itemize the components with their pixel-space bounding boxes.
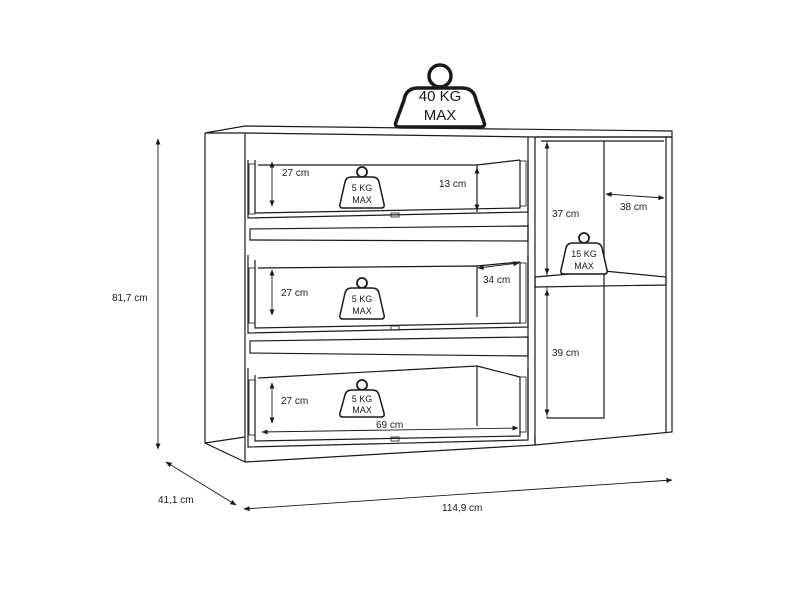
svg-text:15 KG: 15 KG [571,249,597,259]
drawer-1-dimensions: 27 cm 13 cm [269,161,480,211]
svg-text:MAX: MAX [574,261,594,271]
svg-text:5 KG: 5 KG [352,183,373,193]
svg-text:40 KG: 40 KG [419,88,462,105]
svg-text:27 cm: 27 cm [282,168,309,179]
svg-text:27 cm: 27 cm [281,288,308,299]
svg-text:39 cm: 39 cm [552,348,579,359]
depth-dimension: 41,1 cm [158,461,237,506]
svg-text:MAX: MAX [352,405,372,415]
svg-text:5 KG: 5 KG [352,394,373,404]
weight-badge-drawer-2: 5 KG MAX [339,277,385,320]
svg-text:MAX: MAX [424,107,457,124]
svg-text:27 cm: 27 cm [281,396,308,407]
weight-badge-drawer-1: 5 KG MAX [339,166,385,209]
weight-badge-shelf: 15 KG MAX [560,232,608,275]
left-side-panel [204,133,246,463]
weight-badge-drawer-3: 5 KG MAX [339,379,385,418]
svg-text:MAX: MAX [352,195,372,205]
svg-text:5 KG: 5 KG [352,294,373,304]
height-dimension: 81,7 cm [112,138,161,450]
width-dimension: 114,9 cm [243,477,673,514]
open-compartment-dimensions: 37 cm 38 cm 39 cm [544,142,665,416]
weight-badge-top: 40 KG MAX [393,63,487,129]
bottom-back-edge [204,436,246,444]
svg-text:38 cm: 38 cm [620,202,647,213]
drawer-3[interactable] [247,365,529,448]
drawer-2-dimensions: 27 cm 34 cm [269,261,520,316]
compartment-back [547,141,605,419]
width-label: 114,9 cm [442,503,482,514]
svg-text:MAX: MAX [352,306,372,316]
height-label: 81,7 cm [112,293,148,304]
drawer-2[interactable] [247,255,529,357]
right-compartment-outline [534,136,673,446]
cabinet [204,125,673,463]
depth-label: 41,1 cm [158,495,194,506]
drawer-3-dimensions: 27 cm 69 cm [261,382,519,435]
svg-text:13 cm: 13 cm [439,179,466,190]
svg-text:37 cm: 37 cm [552,209,579,220]
svg-text:69 cm: 69 cm [376,420,403,431]
svg-text:34 cm: 34 cm [483,275,510,286]
